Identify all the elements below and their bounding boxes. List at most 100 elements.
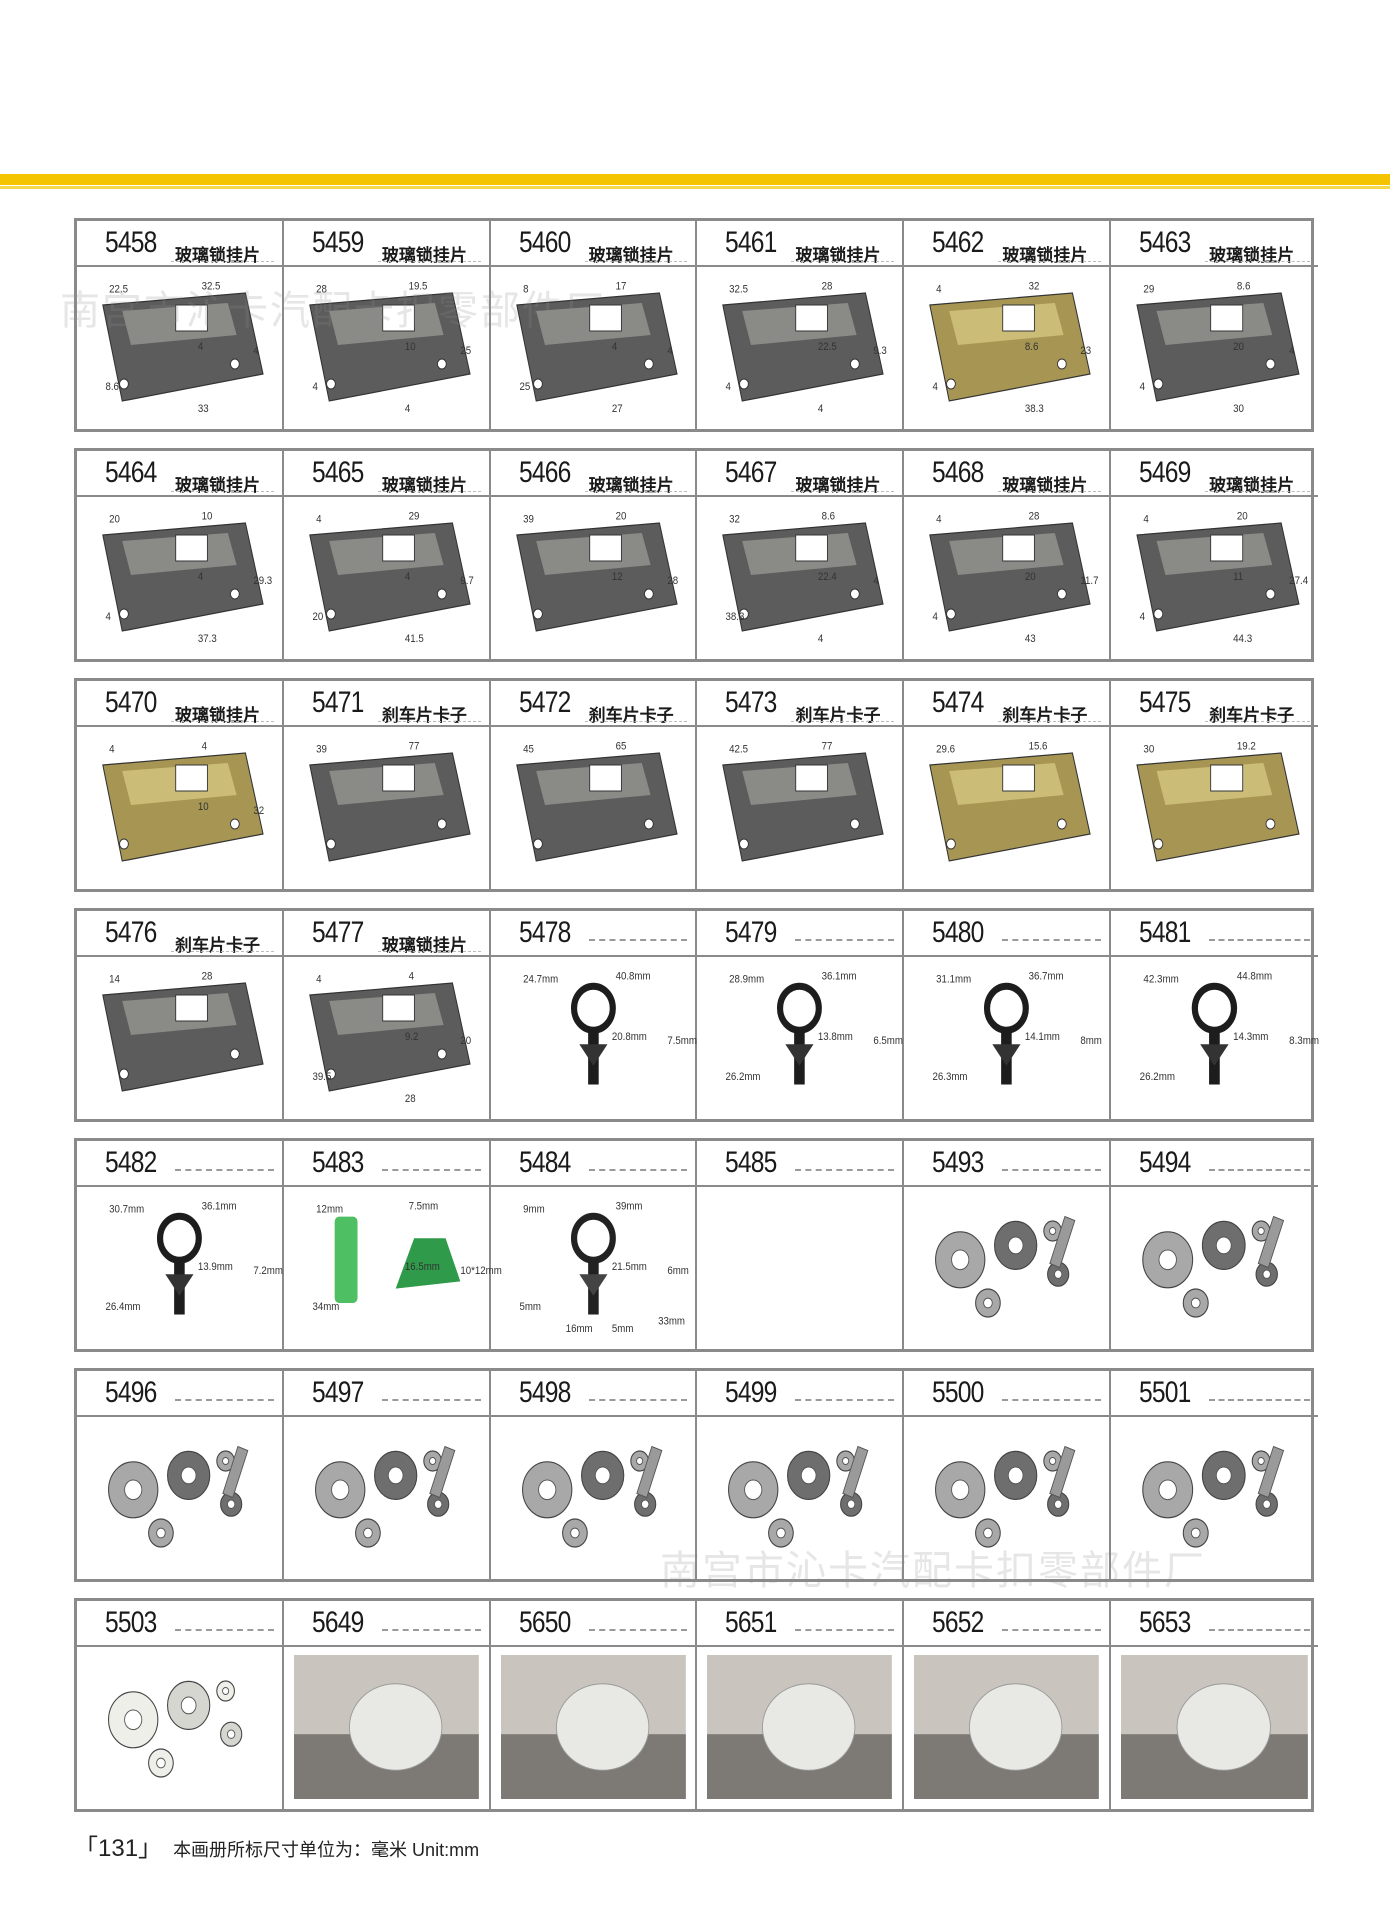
dimension-label: 8mm	[1081, 1036, 1103, 1048]
part-image-area	[697, 1647, 902, 1807]
header-dashed-line	[1002, 1169, 1102, 1171]
part-code: 5480	[932, 916, 984, 949]
part-code: 5493	[932, 1146, 984, 1179]
screw	[1049, 1215, 1076, 1269]
part-drawing	[294, 1425, 479, 1569]
hardware-hole	[801, 1466, 817, 1485]
part-code: 5461	[725, 226, 777, 259]
part-name: 刹车片卡子	[381, 706, 467, 725]
hardware-hole	[124, 1709, 143, 1731]
hardware-hole	[433, 1499, 443, 1509]
part-code: 5650	[518, 1606, 571, 1639]
protective-cover	[1176, 1683, 1272, 1771]
part-code: 5464	[105, 456, 157, 489]
part-code: 5485	[725, 1146, 777, 1179]
dimension-label: 45	[523, 744, 534, 756]
dimension-label: 4	[937, 514, 943, 526]
part-code: 5462	[932, 226, 984, 259]
plate-hole	[739, 378, 750, 390]
dimension-label: 77	[408, 741, 419, 753]
hardware-hole	[776, 1527, 787, 1539]
part-header: 5482	[77, 1141, 282, 1187]
part-code: 5649	[311, 1606, 364, 1639]
plate-hole	[850, 358, 861, 370]
part-name: 玻璃锁挂片	[1002, 476, 1088, 495]
dimension-label: 8	[523, 284, 529, 296]
dimension-label: 7.5mm	[408, 1201, 438, 1213]
part-code: 5477	[311, 916, 364, 949]
part-image-area	[77, 1417, 282, 1577]
hardware-hole	[1049, 1457, 1057, 1465]
dimension-label: 5mm	[612, 1323, 634, 1335]
dimension-label: 4	[408, 971, 414, 983]
dimension-label: 8.6	[1237, 281, 1251, 293]
row-frame	[74, 1598, 1314, 1812]
part-cell: 5501	[1111, 1371, 1318, 1579]
hardware-hole	[1054, 1499, 1063, 1509]
part-code: 5470	[105, 686, 157, 719]
dimension-label: 36.7mm	[1029, 971, 1064, 983]
hardware-hole	[951, 1479, 970, 1501]
part-illustration	[108, 1445, 249, 1548]
part-drawing	[87, 1425, 272, 1569]
header-dashed-line	[1209, 1629, 1310, 1631]
part-code: 5501	[1139, 1376, 1191, 1409]
part-image-area	[904, 1417, 1109, 1577]
part-name: 玻璃锁挂片	[175, 246, 260, 265]
part-illustration	[914, 1655, 1100, 1799]
plate-slot	[588, 764, 622, 792]
dimension-label: 44.8mm	[1237, 971, 1272, 983]
dimension-label: 27	[612, 403, 623, 415]
hardware-hole	[227, 1729, 236, 1739]
part-header: 5479	[697, 911, 903, 957]
hardware-hole	[363, 1527, 373, 1539]
clip-barb	[165, 1274, 194, 1296]
dimension-label: 12	[612, 571, 623, 583]
part-name: 玻璃锁挂片	[175, 706, 260, 725]
part-code: 5498	[518, 1376, 571, 1409]
header-dashed-line	[381, 1399, 481, 1401]
plate-slot	[588, 534, 622, 562]
plate-hole	[643, 588, 654, 600]
part-code: 5458	[105, 226, 157, 259]
plate-slot	[382, 764, 415, 792]
dimension-label: 14	[109, 974, 120, 986]
hardware-hole	[227, 1499, 236, 1509]
dimension-label: 4	[312, 382, 318, 394]
header-dashed-line	[791, 261, 895, 262]
dimension-label: 4	[933, 382, 939, 394]
header-dashed-line	[377, 951, 481, 952]
